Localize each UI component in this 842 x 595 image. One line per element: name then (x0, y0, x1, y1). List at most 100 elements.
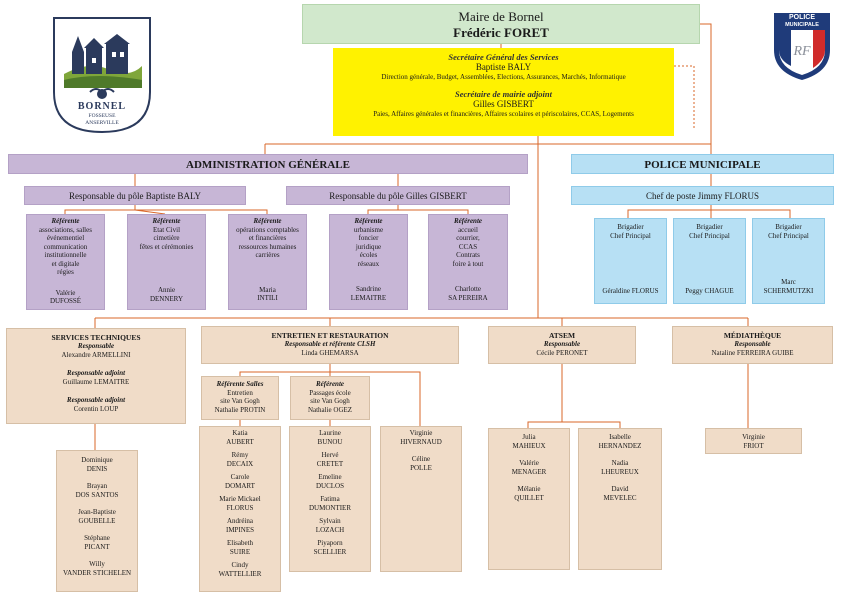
referent-scope: cimetière (153, 234, 180, 243)
town-logo: BORNEL FOSSEUSE ANSERVILLE (50, 14, 154, 134)
brigadier-role: Brigadier (696, 223, 723, 231)
admin-header: ADMINISTRATION GÉNÉRALE (8, 154, 528, 174)
mediatheque-title: MÉDIATHÈQUE (723, 331, 782, 340)
technique-box: SERVICES TECHNIQUES Responsable Alexandr… (6, 328, 186, 424)
staff-first-name: Céline (411, 455, 431, 464)
ref-name: Nathalie PROTIN (214, 405, 266, 414)
staff-last-name: QUILLET (514, 493, 544, 502)
brigadier-role: Brigadier (617, 223, 644, 231)
entretien-col1: Katia AUBERT Rémy DECAIX Carole DOMART M… (199, 426, 281, 592)
police-badge: POLICE MUNICIPALE RF (771, 10, 833, 82)
referent-scope: CCAS (458, 242, 478, 251)
referent-scope: foncier (358, 234, 379, 243)
entretien-ref-salles: Référente Salles Entretien site Van Gogh… (201, 376, 279, 420)
staff-last-name: MAHIEUX (512, 441, 546, 450)
logo-sub2: ANSERVILLE (85, 120, 119, 126)
staff-first-name: Carole (230, 473, 250, 482)
sg-scope: Direction générale, Budget, Assemblées, … (381, 73, 626, 82)
atsem-name: Cécile PERONET (536, 348, 588, 357)
brigadier-name: SCHERMUTZKI (763, 286, 814, 295)
staff-first-name: Fatima (320, 495, 340, 504)
referent-scope: accueil (458, 225, 478, 234)
staff-first-name: Hervé (321, 451, 339, 460)
referent-first-name: Valérie (55, 288, 76, 297)
referent-role: Référente (354, 217, 383, 225)
town-logo-shield-icon (53, 17, 151, 134)
pole-gisbert-label: Responsable du pôle Gilles GISBERT (329, 191, 467, 201)
staff-first-name: Nadia (611, 459, 629, 468)
staff-last-name: LOZACH (315, 525, 345, 534)
adj-scope: Paies, Affaires générales et financières… (373, 110, 634, 119)
staff-first-name: Jean-Baptiste (78, 508, 116, 517)
referent-scope: ressources humaines (238, 242, 297, 251)
badge-line2: MUNICIPALE (785, 22, 819, 28)
technique-adj2-name: Corentin LOUP (73, 404, 119, 413)
referent-scope: foire à tout (452, 259, 484, 268)
staff-last-name: DUCLOS (315, 481, 344, 490)
staff-first-name: Cindy (231, 561, 249, 570)
entretien-title: ENTRETIEN ET RESTAURATION (271, 331, 389, 340)
technique-title: SERVICES TECHNIQUES (51, 333, 141, 342)
pole-baly: Responsable du pôle Baptiste BALY (24, 186, 246, 205)
pole-baly-label: Responsable du pôle Baptiste BALY (68, 191, 202, 201)
referent-scope: écoles (359, 251, 378, 260)
police-chief: Chef de poste Jimmy FLORUS (571, 186, 834, 205)
referent-last-name: SA PEREIRA (448, 293, 488, 302)
police-badge-shield-icon (774, 13, 830, 80)
staff-first-name: Mélanie (517, 485, 541, 494)
entretien-role: Responsable et référente CLSH (284, 340, 376, 349)
logo-name: BORNEL (77, 101, 127, 112)
staff-last-name: CRETET (316, 459, 344, 468)
atsem-col2: Isabelle HERNANDEZ Nadia LHEUREUX David … (578, 428, 662, 570)
logo-sub1: FOSSEUSE (88, 113, 116, 119)
staff-last-name: WATTELLIER (218, 569, 262, 578)
mayor-name: Frédéric FORET (453, 24, 549, 40)
ref-role: Référente (316, 380, 344, 388)
referent-role: Référente (454, 217, 482, 225)
staff-last-name: DOS SANTOS (75, 490, 119, 499)
badge-monogram: RF (793, 44, 811, 59)
referent-last-name: INTILI (257, 294, 278, 303)
referent-scope: opérations comptables (236, 225, 299, 234)
referent-dennery: Référente Etat Civil cimetière fêtes et … (127, 214, 206, 310)
referent-last-name: DUFOSSÉ (49, 297, 82, 306)
staff-first-name: Valérie (519, 459, 539, 468)
staff-last-name: POLLE (410, 463, 432, 472)
brigadier-name: Peggy CHAGUE (685, 287, 734, 296)
brigadier-rank: Chef Principal (689, 231, 730, 240)
referent-last-name: DENNERY (149, 294, 184, 303)
staff-last-name: HERNANDEZ (598, 441, 642, 450)
referent-scope: communication (43, 242, 88, 251)
entretien-col3: Virginie HIVERNAUD Céline POLLE (380, 426, 462, 572)
staff-last-name: DECAIX (226, 459, 254, 468)
technique-resp-role: Responsable (77, 342, 115, 351)
staff-first-name: Virginie (742, 433, 765, 441)
referent-scope: urbanisme (353, 225, 384, 234)
referent-intili: Référente opérations comptables et finan… (228, 214, 307, 310)
admin-title: ADMINISTRATION GÉNÉRALE (186, 159, 350, 171)
ref-scope: Passages école (309, 388, 351, 397)
entretien-name: Linda GHEMARSA (301, 348, 359, 357)
referent-first-name: Charlotte (454, 285, 482, 294)
referent-scope: et financières (248, 234, 287, 243)
staff-last-name: SCELLIER (313, 547, 347, 556)
staff-first-name: Brayan (86, 482, 108, 491)
brigadier-first-name: Marc (781, 278, 796, 287)
referent-lemaitre: Référente urbanisme foncier juridique éc… (329, 214, 408, 310)
staff-first-name: Piyaporn (317, 539, 343, 548)
atsem-col1: Julia MAHIEUX Valérie MENAGER Mélanie QU… (488, 428, 570, 570)
entretien-box: ENTRETIEN ET RESTAURATION Responsable et… (201, 326, 459, 364)
staff-last-name: HIVERNAUD (400, 437, 442, 446)
staff-first-name: Stéphane (84, 534, 110, 543)
referent-scope: régies (57, 268, 74, 277)
mayor-title: Maire de Bornel (458, 9, 544, 24)
referent-scope: courrier, (456, 234, 480, 243)
atsem-title: ATSEM (548, 331, 576, 340)
staff-last-name: FRIOT (743, 441, 764, 450)
technique-staff: Dominique DENIS Brayan DOS SANTOS Jean-B… (56, 450, 138, 592)
staff-last-name: DENIS (86, 464, 108, 473)
technique-adj2-role: Responsable adjoint (66, 396, 126, 405)
staff-last-name: DUMONTIER (309, 503, 351, 512)
staff-first-name: Laurine (319, 429, 341, 437)
brigadier-rank: Chef Principal (610, 231, 651, 240)
